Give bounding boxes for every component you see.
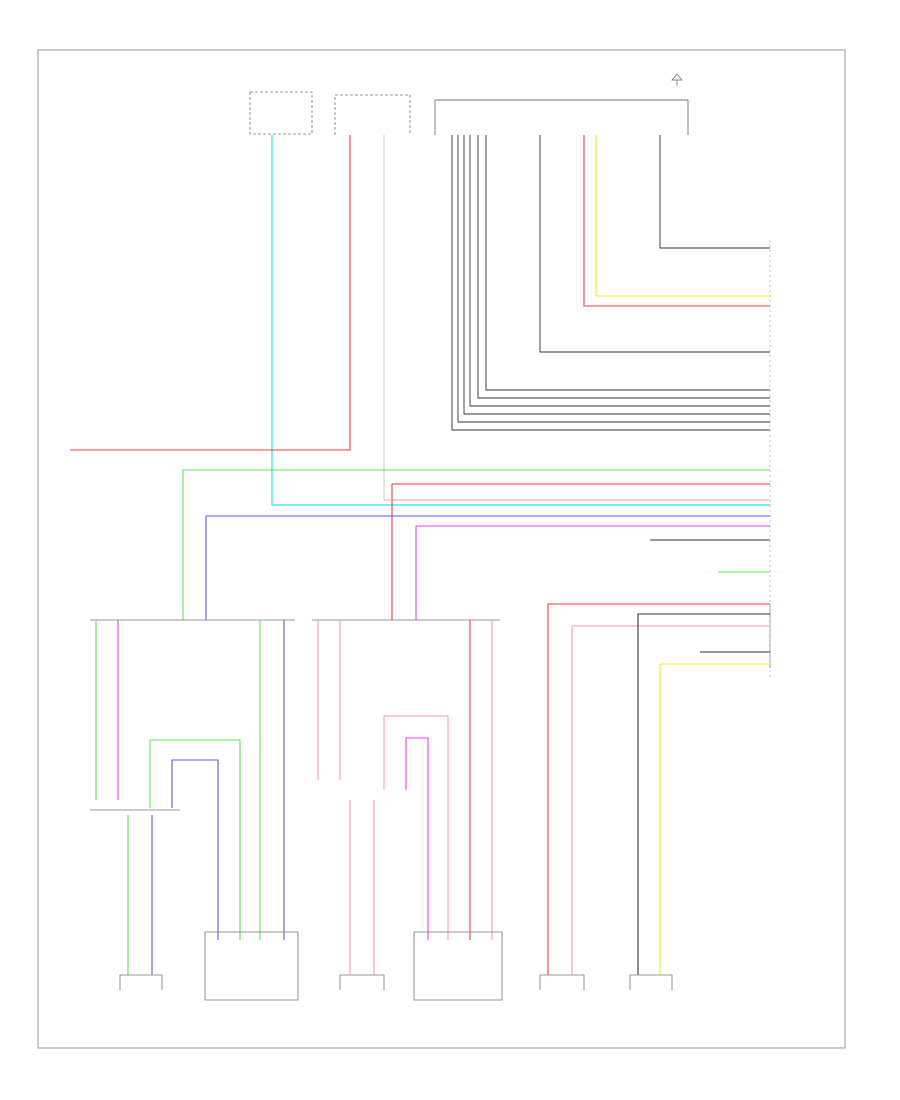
wire-bundle-amplifier xyxy=(451,135,770,431)
stereo-component-amplifier xyxy=(434,99,689,135)
wires-front-right xyxy=(317,620,493,975)
wires-front-left xyxy=(95,620,285,975)
wire-red-ignition xyxy=(70,135,351,451)
left-front-speaker xyxy=(339,974,385,990)
front-left-door-junction xyxy=(90,619,295,811)
right-rear-speaker xyxy=(539,974,585,990)
wires-rear xyxy=(547,603,770,975)
wire-yellow-amplifier xyxy=(595,135,770,297)
wire-red-trunk xyxy=(391,483,770,620)
top-left-module xyxy=(249,91,313,135)
right-front-speaker xyxy=(119,974,163,990)
wire-cyan-main xyxy=(271,135,770,506)
wire-blue-trunk xyxy=(205,515,770,620)
left-front-tweeter xyxy=(413,931,503,1001)
right-front-tweeter xyxy=(204,931,299,1001)
wire-magenta-trunk xyxy=(415,525,770,620)
wire-green-trunk xyxy=(182,469,770,620)
ignition-switch xyxy=(334,94,411,135)
wire-red-amplifier xyxy=(583,135,770,307)
ground-point xyxy=(671,73,683,86)
left-rear-speaker xyxy=(629,974,673,990)
diagram-frame xyxy=(37,49,846,1049)
